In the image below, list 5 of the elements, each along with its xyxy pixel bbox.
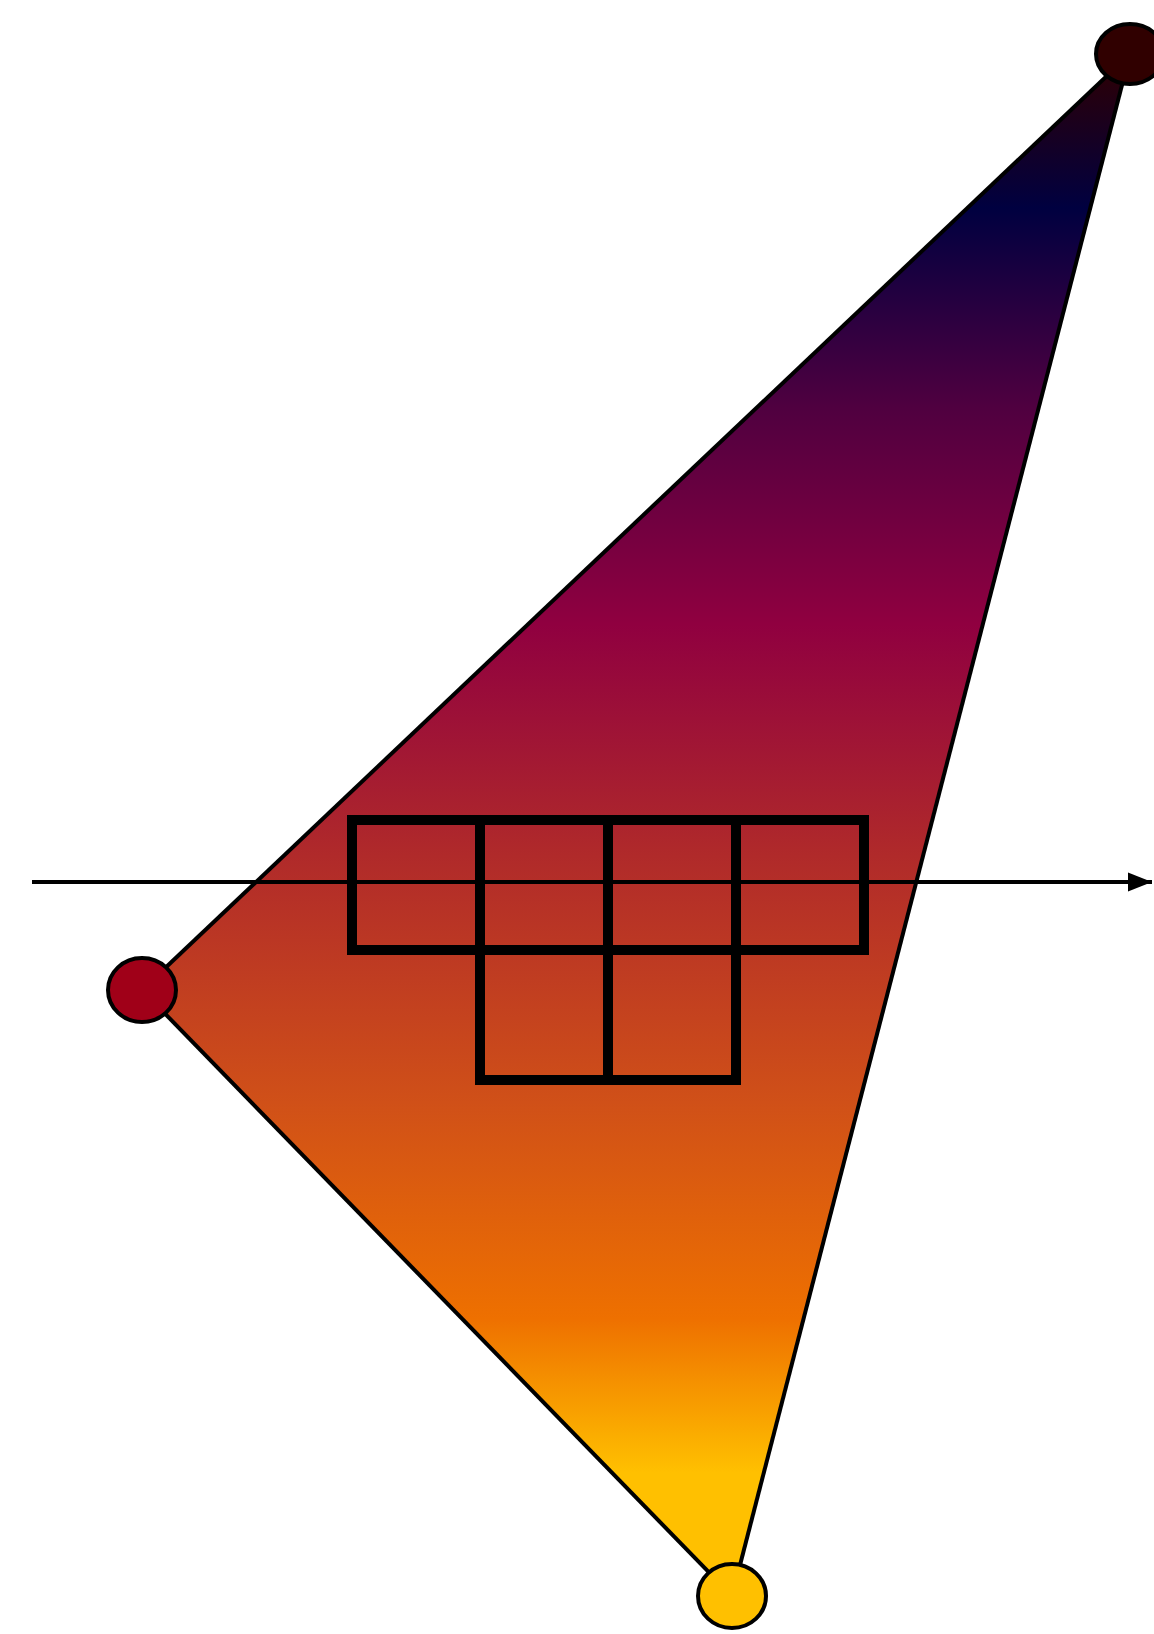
circle-node (106, 956, 178, 1024)
connector-line (163, 1012, 711, 1574)
connector-line (164, 74, 1109, 969)
circle-node (696, 1562, 768, 1630)
connector-line (738, 82, 1125, 1566)
